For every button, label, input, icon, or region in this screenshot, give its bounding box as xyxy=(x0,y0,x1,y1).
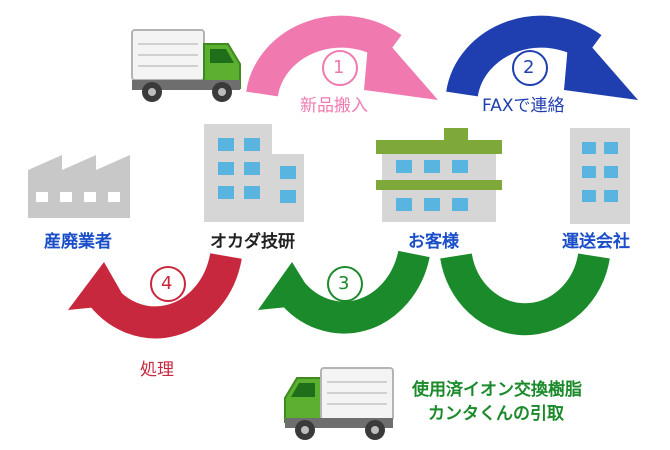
pickup-note-line-1: 使用済イオン交換樹脂 xyxy=(412,380,582,400)
factory-icon xyxy=(28,155,130,218)
node-label-okada: オカダ技研 xyxy=(210,232,295,252)
step-1-number: 1 xyxy=(333,57,345,78)
step-1-arrow xyxy=(246,15,438,100)
step-3-badge xyxy=(327,266,363,302)
step-3-number: 3 xyxy=(338,273,350,294)
truck-icon xyxy=(284,367,394,440)
pickup-note-line-2: カンタくんの引取 xyxy=(428,404,564,424)
step-4-label: 処理 xyxy=(140,360,174,380)
step-2-arrow xyxy=(446,15,638,100)
step-2-number: 2 xyxy=(523,57,535,78)
step-4-arrow xyxy=(68,252,242,339)
step-4-number: 4 xyxy=(161,273,173,294)
truck-icon xyxy=(131,29,241,102)
node-label-factory: 産廃業者 xyxy=(44,232,112,252)
step-2-label: FAXで連絡 xyxy=(482,96,565,116)
green-roof-building-icon xyxy=(376,128,502,222)
office-tower-icon xyxy=(570,128,630,224)
step-4-badge xyxy=(150,266,186,302)
node-label-transport: 運送会社 xyxy=(562,232,630,252)
step-3-arrow xyxy=(258,250,430,334)
step-1-badge xyxy=(322,50,358,86)
office-building-icon xyxy=(204,124,304,222)
step-1-label: 新品搬入 xyxy=(300,96,368,116)
node-label-customer: お客様 xyxy=(408,232,459,252)
transport-to-customer-connector xyxy=(440,253,610,336)
step-2-badge xyxy=(512,50,548,86)
